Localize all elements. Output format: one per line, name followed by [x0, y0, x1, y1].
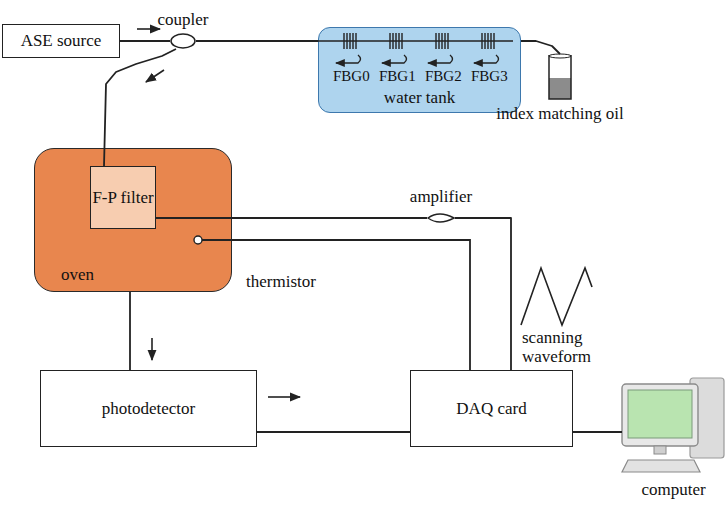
daq-box: DAQ card — [410, 370, 573, 447]
node-label: photodetector — [102, 399, 195, 419]
reflection-arrow — [474, 55, 499, 63]
connector-line — [120, 40, 170, 42]
source-box: ASE source — [2, 24, 120, 58]
keyboard — [622, 460, 700, 472]
monitor-screen — [628, 390, 692, 438]
optical-fiber — [318, 40, 513, 42]
connector-line — [104, 49, 176, 166]
reflection-arrow — [382, 55, 407, 63]
connector-line — [196, 40, 318, 42]
node-label: F-P filter — [92, 188, 153, 208]
computer-icon: computer — [622, 378, 725, 476]
fbg-grating — [390, 33, 402, 49]
reflection-arrow — [336, 55, 361, 63]
reflection-arrow — [428, 55, 453, 63]
detector-box: photodetector — [40, 370, 257, 447]
oil-fill — [549, 78, 571, 99]
beaker-outline — [549, 55, 571, 99]
amplifier-outline — [428, 214, 454, 222]
fbg-grating — [436, 33, 448, 49]
beaker-shape — [548, 54, 572, 100]
oil-beaker: index matching oil — [548, 54, 572, 100]
amplifier-shape — [427, 210, 455, 226]
coupler-outline — [171, 34, 195, 48]
direction-arrow — [151, 338, 153, 360]
coupler-symbol: coupler — [170, 33, 196, 49]
node-label: oven — [61, 265, 94, 285]
node-label: index matching oil — [496, 104, 623, 124]
direction-arrow — [146, 70, 164, 82]
beaker-rim — [549, 54, 571, 58]
signal-label: scanning waveform — [522, 328, 626, 366]
connector-line — [521, 41, 560, 54]
thermistor-symbol — [194, 236, 202, 244]
fbg-grating — [482, 33, 494, 49]
fbg-grating — [344, 33, 356, 49]
computer-shape — [622, 378, 725, 476]
connector-line — [573, 431, 622, 433]
connector-line — [129, 292, 131, 370]
filter-box: F-P filter — [90, 166, 156, 229]
monitor-stand — [654, 446, 666, 454]
thermistor-wire — [202, 240, 470, 370]
node-label: coupler — [158, 10, 209, 30]
node-label: water tank — [319, 88, 520, 108]
node-label: ASE source — [21, 31, 102, 51]
amplifier-symbol: amplifier — [427, 210, 455, 226]
node-label: computer — [641, 480, 705, 500]
grating-label: FBG1 — [379, 68, 416, 85]
grating-label: FBG0 — [333, 68, 370, 85]
direction-arrow — [137, 28, 160, 30]
grating-label: FBG2 — [425, 68, 462, 85]
connector-line — [156, 217, 427, 219]
connector-line — [455, 218, 511, 370]
oven-box: oven F-P filter — [34, 148, 232, 292]
node-label: DAQ card — [456, 399, 526, 419]
direction-arrow — [268, 396, 300, 398]
monitor-frame — [622, 384, 698, 446]
component-label: thermistor — [246, 272, 316, 292]
coupler-shape — [170, 33, 196, 49]
grating-label: FBG3 — [471, 68, 508, 85]
scanning-waveform-symbol — [521, 268, 592, 325]
node-label: amplifier — [410, 187, 472, 207]
connector-line — [257, 431, 410, 433]
